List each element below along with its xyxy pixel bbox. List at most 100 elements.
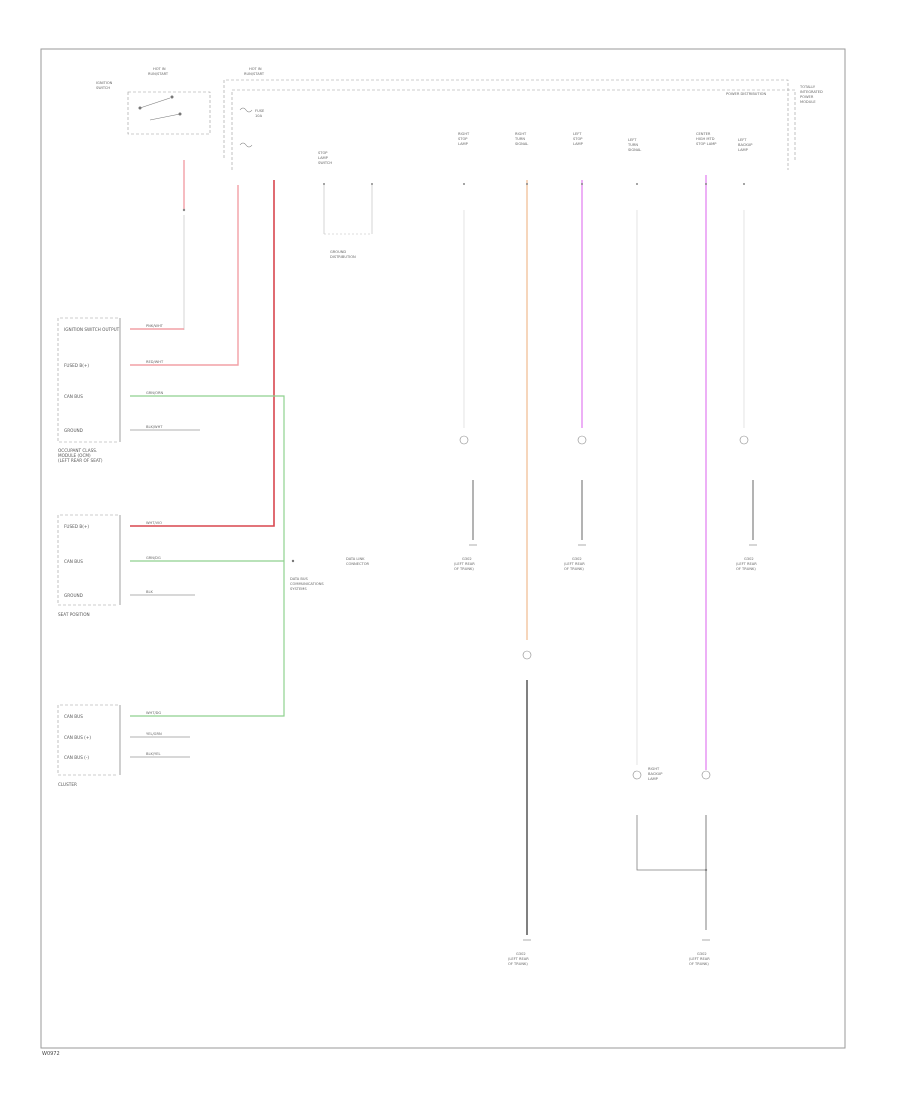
- ocm-box: [57, 317, 118, 443]
- cluster-pin-3: CAN BUS (-): [64, 755, 89, 760]
- ocm-name-2: MODULE (OCM): [58, 453, 91, 458]
- ground-3-label-1: G302: [744, 557, 754, 561]
- wire-red-fused: [130, 180, 275, 527]
- lamp-group-2: RIGHT TURN SIGNAL: [514, 132, 528, 146]
- data-bus-label-1: DATA BUS: [290, 577, 308, 581]
- lamp-3-label-3: LAMP: [573, 142, 584, 146]
- lamp-2-label-2: TURN: [514, 137, 525, 141]
- fuse-label-2: 10A: [255, 114, 263, 118]
- wire-label-9: YEL/GRN: [146, 732, 162, 736]
- lamp-2-label-1: RIGHT: [515, 132, 527, 136]
- lamp-4-label-1: LEFT: [628, 138, 637, 142]
- data-bus-label-2: COMMUNICATIONS: [290, 582, 324, 586]
- hot-run-2-label-1: HOT IN: [249, 67, 262, 71]
- cluster-pin-1: CAN BUS: [64, 714, 83, 719]
- lamp-group-5: CENTER HIGH MTD STOP LAMP: [696, 132, 717, 146]
- data-link-dot: [291, 559, 295, 563]
- wire-label-7: BLK: [146, 590, 153, 594]
- lamp-group-3: LEFT STOP LAMP: [573, 132, 587, 445]
- hot-run-2-label-2: RUN/START: [244, 72, 265, 76]
- seat-box: [57, 514, 118, 606]
- ground-2-label-2: (LEFT REAR: [564, 562, 585, 566]
- lamp-2-label-3: SIGNAL: [515, 142, 528, 146]
- seat-pin-2: CAN BUS: [64, 559, 83, 564]
- ignition-switch-label-1: IGNITION: [96, 81, 113, 85]
- ground-2-label-1: G302: [572, 557, 582, 561]
- fuse-symbol: [239, 107, 253, 148]
- diagram-frame: [40, 48, 846, 1049]
- wire-label-8: WHT/DG: [146, 711, 161, 715]
- lamp-1-label-3: LAMP: [458, 142, 469, 146]
- data-link-label-2: CONNECTOR: [346, 562, 370, 566]
- ocm-pin-1: IGNITION SWITCH OUTPUT: [64, 327, 120, 332]
- wire-pink-fused: [130, 185, 239, 366]
- frame-id: W0972: [42, 1051, 60, 1057]
- connector-pins: [182, 183, 745, 872]
- lamp-group-6: LEFT BACKUP LAMP: [738, 138, 753, 445]
- stop-lamp-switch-label-2: LAMP: [318, 156, 329, 160]
- data-bus-label-3: SYSTEMS: [290, 587, 307, 591]
- ocm-pin-2: FUSED B(+): [64, 363, 89, 368]
- stop-lamp-switch-label-1: STOP: [318, 151, 328, 155]
- lamp-3-label-1: LEFT: [573, 132, 582, 136]
- power-distribution-label: POWER DISTRIBUTION: [726, 92, 766, 96]
- wire-label-1: PNK/WHT: [146, 324, 164, 328]
- ignition-switch-box: [127, 91, 211, 135]
- ground-4-label-1: G302: [516, 952, 526, 956]
- wire-label-2: RED/WHT: [146, 360, 164, 364]
- seat-name: SEAT POSITION: [58, 612, 90, 617]
- tipm-enclosure: [223, 79, 789, 170]
- wire-label-5: WHT/VIO: [146, 521, 162, 525]
- lamp-7-label-2: BACKUP: [648, 772, 663, 776]
- lamp-group-4: LEFT TURN SIGNAL: [627, 138, 641, 152]
- lamp-group-1: RIGHT STOP LAMP: [458, 132, 470, 445]
- wire-label-3: GRN/ORN: [146, 391, 164, 395]
- lamp-5-label-3: STOP LAMP: [696, 142, 717, 146]
- lamp-6-label-3: LAMP: [738, 148, 749, 152]
- ground-5-label-1: G302: [697, 952, 707, 956]
- stop-lamp-switch-label-3: SWITCH: [318, 161, 332, 165]
- ocm-pin-4: GROUND: [64, 428, 83, 433]
- ground-ref-label-2: DISTRIBUTION: [330, 255, 356, 259]
- tipm-label-4: MODULE: [800, 100, 816, 104]
- ground-5-label-3: OF TRUNK): [689, 962, 709, 966]
- wire-ground-backup: [636, 815, 706, 871]
- wire-label-6: GRN/DG: [146, 556, 161, 560]
- ground-1-label-3: OF TRUNK): [454, 567, 474, 571]
- seat-pin-1: FUSED B(+): [64, 524, 89, 529]
- data-link-label-1: DATA LINK: [346, 557, 365, 561]
- lamp-3-label-2: STOP: [573, 137, 583, 141]
- lamp-4-label-2: TURN: [627, 143, 638, 147]
- lamp-1-label-2: STOP: [458, 137, 468, 141]
- ocm-name-3: (LEFT REAR OF SEAT): [58, 458, 103, 463]
- lamp-6-label-2: BACKUP: [738, 143, 753, 147]
- wire-label-10: BLK/YEL: [146, 752, 161, 756]
- ground-symbols: [469, 544, 757, 941]
- lamp-7-label-3: LAMP: [648, 777, 659, 781]
- hot-run-1-label-2: RUN/START: [148, 72, 169, 76]
- ocm-pin-3: CAN BUS: [64, 394, 83, 399]
- ground-ref-label-1: GROUND: [330, 250, 346, 254]
- tipm-label-2: INTEGRATED: [800, 90, 823, 94]
- lamp-6-label-1: LEFT: [738, 138, 747, 142]
- ground-5-label-2: (LEFT REAR: [689, 957, 710, 961]
- hot-run-1-label-1: HOT IN: [153, 67, 166, 71]
- ground-4-label-2: (LEFT REAR: [508, 957, 529, 961]
- lamp-group-7: RIGHT BACKUP LAMP: [522, 650, 711, 781]
- tipm-label-3: POWER: [800, 95, 814, 99]
- ground-1-label-2: (LEFT REAR: [454, 562, 475, 566]
- ground-2-label-3: OF TRUNK): [564, 567, 584, 571]
- ignition-switch-label-2: SWITCH: [96, 86, 110, 90]
- tipm-label-1: TOTALLY: [799, 85, 816, 89]
- lamp-1-label-1: RIGHT: [458, 132, 470, 136]
- ground-3-label-2: (LEFT REAR: [736, 562, 757, 566]
- ground-3-label-3: OF TRUNK): [736, 567, 756, 571]
- wire-green-can-1: [130, 395, 285, 717]
- ocm-name-1: OCCUPANT CLASS.: [58, 448, 97, 453]
- lamp-7-label-1: RIGHT: [648, 767, 660, 771]
- lamp-5-label-2: HIGH MTD: [696, 137, 715, 141]
- ignition-switch-symbol: [138, 95, 182, 121]
- lamp-5-label-1: CENTER: [696, 132, 711, 136]
